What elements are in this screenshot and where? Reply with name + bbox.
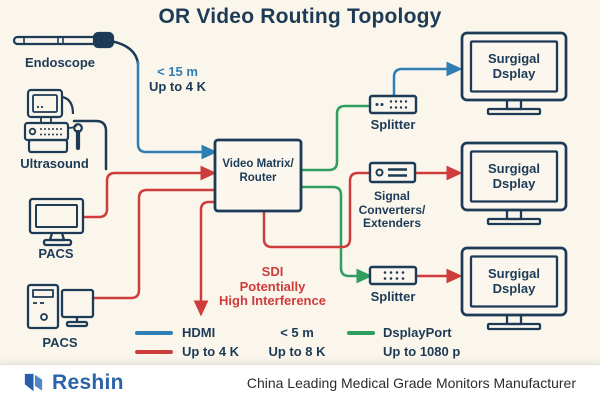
surgical-display-3-icon [460, 246, 568, 331]
footer-bar: Reshin China Leading Medical Grade Monit… [0, 364, 600, 400]
surgical-display-1-icon [460, 31, 568, 116]
signal-converter-label: Signal Converters/ Extenders [358, 189, 426, 230]
splitter-top-label: Splitter [370, 117, 416, 132]
cable-length-annotation-line2: Up to 4 K [148, 79, 207, 94]
surgical-display-2-label: Surgigal Dsplay [487, 161, 540, 191]
sdi-cable-matrix-converter [262, 171, 371, 249]
endoscope-icon [12, 31, 115, 49]
signal-converter-icon [368, 161, 417, 184]
reshin-logo-icon [24, 373, 43, 392]
sdi-legend-swatch [135, 350, 173, 354]
ultrasound-icon [23, 88, 83, 154]
cable-length-annotation-line1: < 15 m [157, 64, 198, 79]
pacs-workstation-icon [26, 283, 95, 330]
displayport-cable-matrix-splitter-bottom [299, 185, 373, 284]
pacs-monitor-label: PACS [38, 246, 74, 261]
page-title: OR Video Routing Topology [158, 5, 442, 28]
surgical-display-2-icon [460, 141, 568, 226]
video-matrix-box [213, 138, 303, 213]
distance-legend-label: < 5 m [280, 325, 314, 340]
endoscope-label: Endoscope [24, 55, 96, 70]
sdi-output-arrow [193, 200, 216, 317]
pacs-monitor-icon [28, 197, 85, 247]
hdmi-cable-splitter-display1 [392, 61, 463, 97]
video-matrix-label: Video Matrix/ Router [222, 158, 294, 184]
hdmi-legend-sub: Up to 4 K [182, 344, 240, 359]
hdmi-legend-label: HDMI [182, 325, 216, 340]
sdi-warning-line3: High Interference [219, 293, 326, 308]
sdi-cable-pacs-workstation-matrix [91, 188, 215, 300]
displayport-cable-matrix-splitter-top [299, 104, 370, 172]
surgical-display-1-label: Surgigal Dsplay [487, 51, 540, 81]
endoscope-cable [108, 39, 140, 66]
hdmi-cable-endoscope-matrix [136, 60, 218, 160]
sdi-warning-line2: Potentially [239, 279, 306, 294]
sdi-warning-line1: SDI [261, 264, 284, 279]
surgical-display-3-label: Surgigal Dsplay [487, 266, 540, 296]
hdmi-legend-swatch [135, 331, 173, 335]
displayport-legend-swatch [347, 331, 375, 335]
displayport-legend-label: DsplayPort [383, 325, 452, 340]
ultrasound-label: Ultrasound [20, 156, 89, 171]
topology-diagram [12, 31, 568, 331]
pacs-workstation-label: PACS [42, 335, 78, 350]
distance-legend-sub: Up to 8 K [268, 344, 326, 359]
displayport-legend-sub: Up to 1080 p [383, 344, 461, 359]
footer-tagline: China Leading Medical Grade Monitors Man… [246, 374, 576, 391]
brand-name: Reshin [52, 370, 124, 394]
ultrasound-cable [72, 119, 108, 171]
splitter-top-icon [368, 94, 418, 115]
splitter-bottom-label: Splitter [370, 289, 416, 304]
splitter-bottom-icon [368, 265, 418, 286]
sdi-cable-pacs-monitor-matrix [83, 165, 217, 219]
